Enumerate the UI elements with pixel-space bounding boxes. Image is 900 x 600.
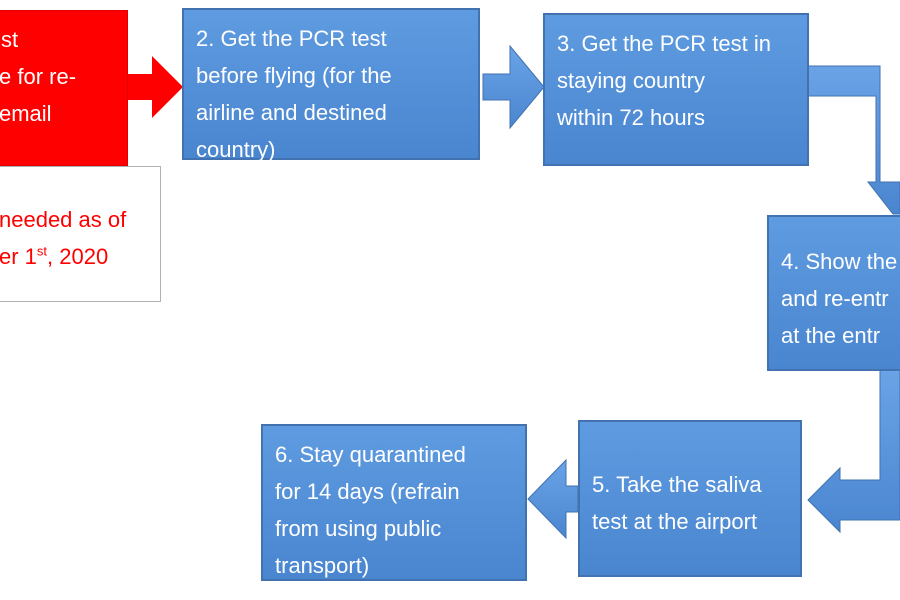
step-1-line-3: email [0,101,52,126]
note-box: needed as of er 1st, 2020 [0,166,161,302]
note-line-1: needed as of [0,207,127,232]
step-4-box: 4. Show the and re-entr at the entr [767,215,900,371]
step-5-line-1: 5. Take the saliva [592,472,762,497]
note-date-year: , 2020 [47,244,109,269]
step-3-line-1: 3. Get the PCR test in [557,31,771,56]
step-6-line-4: transport) [275,553,370,578]
step-6-line-2: for 14 days (refrain [275,479,460,504]
arrow-step1-to-step2 [128,56,183,118]
step-2-line-4: country) [196,137,276,162]
step-6-box: 6. Stay quarantined for 14 days (refrain… [261,424,527,581]
note-line-2: er 1st, 2020 [0,238,152,275]
step-2-line-1: 2. Get the PCR test [196,26,387,51]
arrow-step2-to-step3 [482,44,545,130]
arrow-step4-to-step5 [807,369,900,534]
step-3-line-3: within 72 hours [557,105,705,130]
step-6-line-1: 6. Stay quarantined [275,442,466,467]
note-date-prefix: er 1 [0,244,37,269]
step-1-line-1: st [1,27,19,52]
step-6-line-3: from using public [275,516,442,541]
step-2-line-2: before flying (for the [196,63,392,88]
step-4-line-2: and re-entr [781,286,889,311]
step-4-line-1: 4. Show the [781,249,898,274]
step-2-box: 2. Get the PCR test before flying (for t… [182,8,480,162]
step-3-box: 3. Get the PCR test in staying country w… [543,13,809,166]
step-1-box: st e for re- email [0,10,128,166]
arrow-step5-to-step6 [527,458,579,540]
step-5-line-2: test at the airport [592,509,758,534]
note-date-ordinal: st [36,243,48,259]
step-5-box: 5. Take the saliva test at the airport [578,420,802,577]
step-4-line-3: at the entr [781,323,881,348]
step-3-line-2: staying country [557,68,705,93]
arrow-step3-to-step4 [807,65,900,215]
step-2-line-3: airline and destined [196,100,387,125]
step-1-line-2: e for re- [0,64,77,89]
